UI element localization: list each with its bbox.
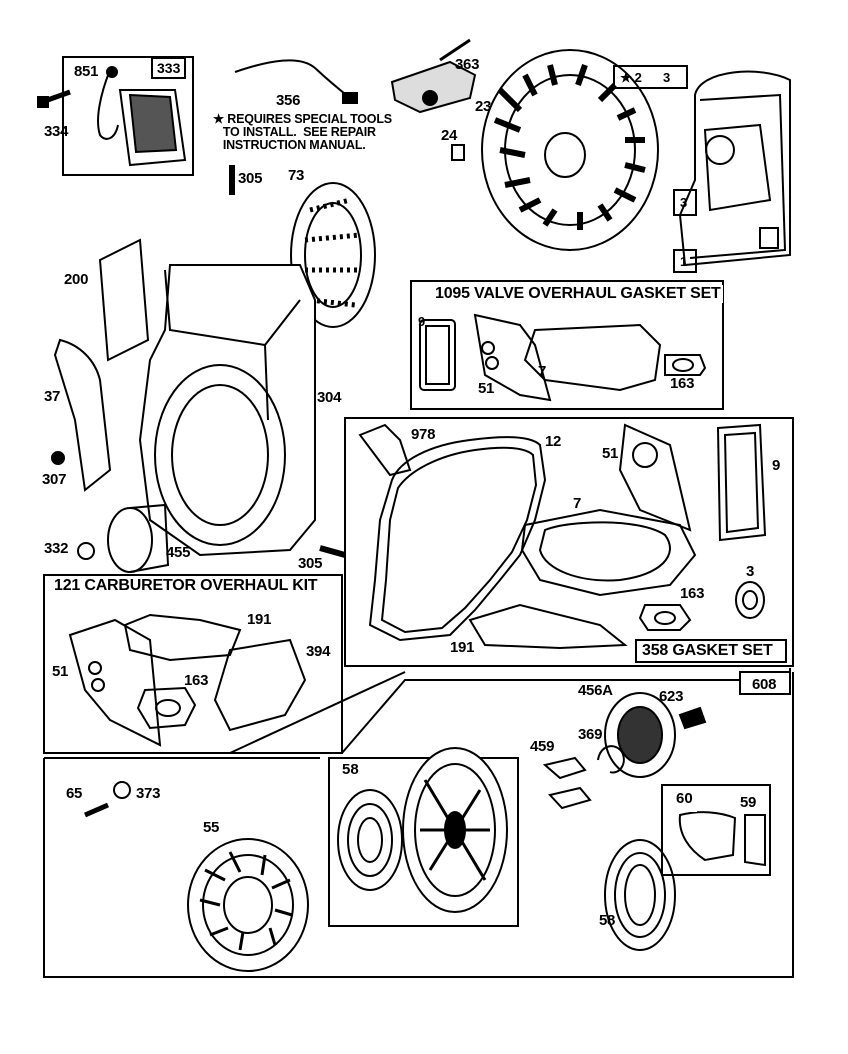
label-65: 65	[66, 785, 83, 802]
gasket-set-title: 358 GASKET SET	[640, 642, 775, 660]
gasket-set-box	[344, 417, 794, 667]
label-356: 356	[276, 92, 301, 109]
box-1	[673, 249, 697, 273]
label-369: 369	[578, 726, 603, 743]
label-37: 37	[44, 388, 61, 405]
special-tools-note: ★ REQUIRES SPECIAL TOOLS TO INSTALL. SEE…	[213, 112, 392, 152]
label-3c: 3	[746, 563, 755, 580]
label-58a: 58	[338, 761, 363, 783]
label-23: 23	[475, 98, 492, 115]
label-1: 1	[680, 254, 687, 269]
bolt-334	[37, 89, 71, 108]
label-51a: 51	[478, 380, 495, 397]
label-9b: 9	[772, 457, 781, 474]
label-12: 12	[545, 433, 562, 450]
label-333: 333	[151, 57, 187, 79]
spring-58b	[604, 839, 676, 951]
brake-363	[390, 38, 477, 114]
bolt-305b	[319, 545, 346, 558]
label-305a: 305	[238, 170, 263, 187]
label-307: 307	[42, 471, 67, 488]
bolt-65	[84, 802, 109, 818]
box-3b	[673, 189, 697, 216]
carb-kit-box	[43, 574, 343, 754]
label-191b: 191	[247, 611, 272, 628]
plate-200	[98, 238, 150, 362]
blower-housing-304	[138, 264, 316, 557]
label-456a: 456A	[578, 682, 613, 699]
label-9a: 9	[418, 314, 425, 329]
label-24: 24	[441, 127, 458, 144]
label-363: 363	[455, 56, 480, 73]
key-24	[451, 144, 465, 161]
box-60-59	[661, 784, 771, 876]
label-star-2: ★ 2	[620, 70, 642, 85]
valve-gasket-title: 1095 VALVE OVERHAUL GASKET SET	[433, 285, 723, 303]
baffle-37	[53, 338, 112, 492]
label-394: 394	[306, 643, 331, 660]
label-58b: 58	[599, 912, 616, 929]
label-608: 608	[752, 676, 777, 693]
clip-369	[597, 745, 625, 774]
label-191a: 191	[450, 639, 475, 656]
label-7a: 7	[538, 363, 547, 380]
label-73: 73	[288, 167, 305, 184]
cup-455	[107, 503, 170, 573]
screw-307	[51, 451, 65, 465]
label-3a: 3	[663, 70, 670, 85]
valve-gasket-box	[410, 280, 724, 410]
box-star2-3	[613, 65, 688, 89]
label-163c: 163	[184, 672, 209, 689]
label-304: 304	[317, 389, 342, 406]
armature-part	[97, 66, 187, 167]
label-332: 332	[44, 540, 69, 557]
label-459: 459	[530, 738, 555, 755]
label-373: 373	[136, 785, 161, 802]
carb-kit-title: 121 CARBURETOR OVERHAUL KIT	[52, 577, 320, 595]
label-163b: 163	[680, 585, 705, 602]
label-7b: 7	[573, 495, 582, 512]
nut-373	[113, 781, 131, 799]
pawl-459	[542, 756, 592, 810]
wire-356	[234, 59, 351, 99]
label-305b: 305	[298, 555, 323, 572]
label-455: 455	[166, 544, 191, 561]
label-60: 60	[672, 790, 697, 812]
pulley-456a	[604, 692, 676, 778]
label-851: 851	[74, 63, 99, 80]
label-3b: 3	[680, 195, 687, 210]
starter-cup-55	[187, 838, 309, 972]
box-58	[328, 757, 519, 927]
retainer-623	[678, 706, 707, 730]
label-978: 978	[411, 426, 436, 443]
engine-block	[678, 70, 791, 267]
label-163a: 163	[670, 375, 695, 392]
box-333	[62, 56, 194, 176]
label-55: 55	[203, 819, 220, 836]
label-200: 200	[64, 271, 89, 288]
nut-332	[77, 542, 95, 560]
starter-box	[43, 672, 794, 978]
flywheel-23	[481, 49, 659, 251]
label-623: 623	[659, 688, 684, 705]
label-59: 59	[740, 794, 757, 811]
label-334: 334	[44, 123, 69, 140]
label-51c: 51	[52, 663, 69, 680]
label-51b: 51	[602, 445, 619, 462]
